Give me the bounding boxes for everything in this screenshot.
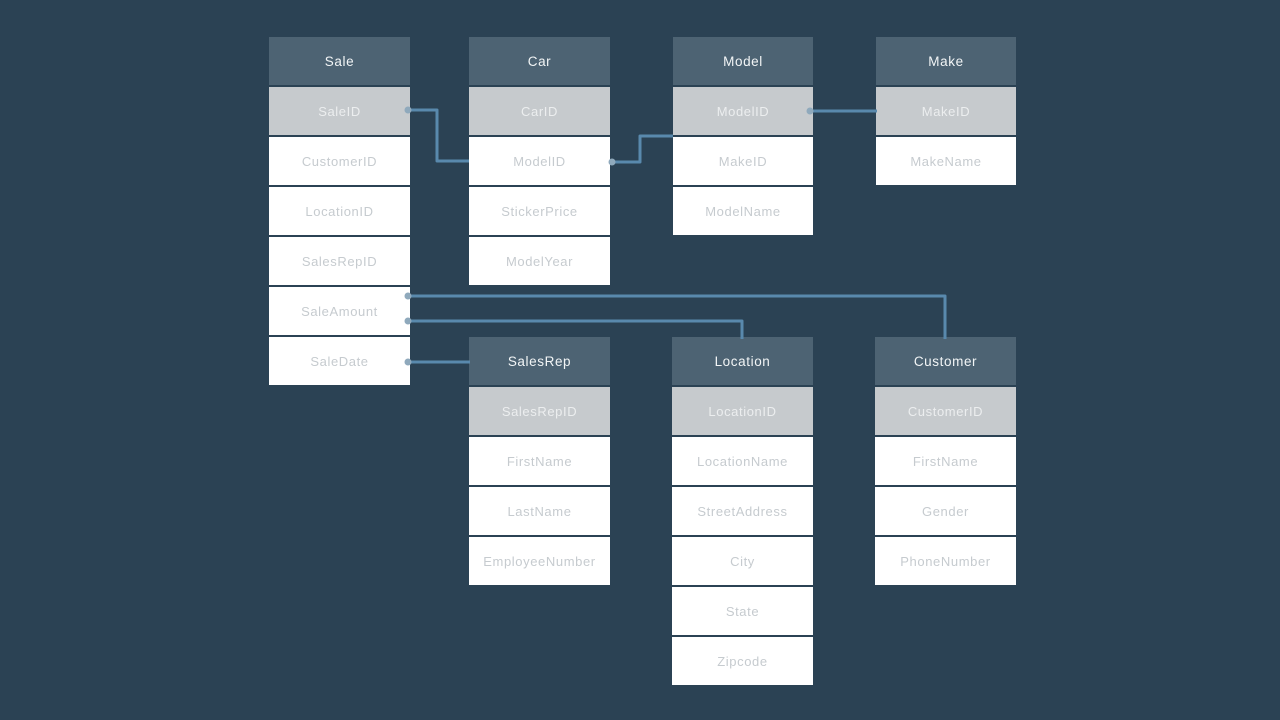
table-header-car[interactable]: Car (469, 37, 610, 85)
field-label: StreetAddress (697, 503, 788, 519)
field-label: CarID (521, 103, 558, 119)
table-header-customer[interactable]: Customer (875, 337, 1016, 385)
field-label: LocationName (696, 453, 789, 469)
field-location-street-address[interactable]: StreetAddress (672, 487, 813, 535)
field-label: MakeID (921, 103, 971, 119)
field-sale-sale-id[interactable]: SaleID (269, 87, 410, 135)
field-sale-sales-rep-id[interactable]: SalesRepID (269, 237, 410, 285)
connector-car-modelid-to-model-modelid[interactable] (612, 134, 673, 164)
field-label: EmployeeNumber (483, 553, 596, 569)
field-location-location-name[interactable]: LocationName (672, 437, 813, 485)
table-header-location[interactable]: Location (672, 337, 813, 385)
table-title: Sale (324, 53, 355, 69)
field-sales-rep-employee-number[interactable]: EmployeeNumber (469, 537, 610, 585)
field-location-location-id[interactable]: LocationID (672, 387, 813, 435)
field-make-make-name[interactable]: MakeName (876, 137, 1016, 185)
field-car-car-id[interactable]: CarID (469, 87, 610, 135)
connector-sale-saleid-to-car-modelid[interactable] (408, 108, 469, 163)
field-label: Zipcode (717, 653, 768, 669)
field-car-sticker-price[interactable]: StickerPrice (469, 187, 610, 235)
field-sale-sale-date[interactable]: SaleDate (269, 337, 410, 385)
field-customer-customer-id[interactable]: CustomerID (875, 387, 1016, 435)
field-label: CustomerID (301, 153, 378, 169)
field-label: ModelID (513, 153, 566, 169)
table-header-model[interactable]: Model (673, 37, 813, 85)
field-car-model-year[interactable]: ModelYear (469, 237, 610, 285)
field-label: City (730, 553, 755, 569)
field-model-make-id[interactable]: MakeID (673, 137, 813, 185)
field-label: SalesRepID (301, 253, 378, 269)
field-location-state[interactable]: State (672, 587, 813, 635)
field-label: Gender (922, 503, 969, 519)
table-title: Make (928, 53, 964, 69)
table-title: Location (714, 353, 771, 369)
field-label: CustomerID (907, 403, 984, 419)
field-car-model-id[interactable]: ModelID (469, 137, 610, 185)
field-model-model-id[interactable]: ModelID (673, 87, 813, 135)
field-sale-customer-id[interactable]: CustomerID (269, 137, 410, 185)
field-label: LocationID (708, 403, 777, 419)
field-label: LastName (507, 503, 572, 519)
table-header-make[interactable]: Make (876, 37, 1016, 85)
field-label: State (725, 603, 760, 619)
field-make-make-id[interactable]: MakeID (876, 87, 1016, 135)
field-sales-rep-first-name[interactable]: FirstName (469, 437, 610, 485)
field-label: FirstName (912, 453, 979, 469)
field-label: SalesRepID (501, 403, 578, 419)
field-label: ModelID (716, 103, 770, 119)
field-location-city[interactable]: City (672, 537, 813, 585)
field-label: SaleID (318, 103, 361, 119)
field-customer-first-name[interactable]: FirstName (875, 437, 1016, 485)
field-label: LocationID (305, 203, 374, 219)
table-title: SalesRep (507, 353, 572, 369)
field-label: StickerPrice (501, 203, 578, 219)
field-label: MakeName (910, 153, 982, 169)
field-label: MakeID (718, 153, 768, 169)
table-title: Car (527, 53, 552, 69)
field-customer-phone-number[interactable]: PhoneNumber (875, 537, 1016, 585)
field-label: PhoneNumber (900, 553, 991, 569)
table-title: Customer (913, 353, 978, 369)
field-model-model-name[interactable]: ModelName (673, 187, 813, 235)
field-sales-rep-sales-rep-id[interactable]: SalesRepID (469, 387, 610, 435)
table-header-sale[interactable]: Sale (269, 37, 410, 85)
connector-sale-to-customer[interactable] (408, 294, 947, 339)
field-label: SaleAmount (301, 303, 378, 319)
table-header-sales-rep[interactable]: SalesRep (469, 337, 610, 385)
field-sale-location-id[interactable]: LocationID (269, 187, 410, 235)
field-label: ModelYear (505, 253, 574, 269)
field-location-zipcode[interactable]: Zipcode (672, 637, 813, 685)
field-label: ModelName (705, 203, 781, 219)
field-sale-sale-amount[interactable]: SaleAmount (269, 287, 410, 335)
table-title: Model (723, 53, 763, 69)
field-label: FirstName (506, 453, 573, 469)
field-label: SaleDate (310, 353, 369, 369)
field-sales-rep-last-name[interactable]: LastName (469, 487, 610, 535)
field-customer-gender[interactable]: Gender (875, 487, 1016, 535)
connector-sale-to-location[interactable] (408, 319, 744, 339)
